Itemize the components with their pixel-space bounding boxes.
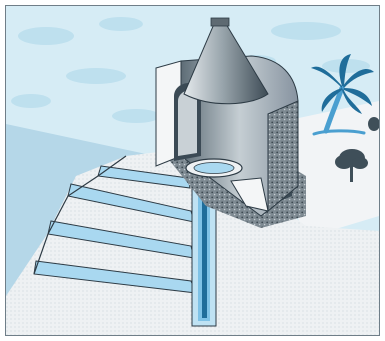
well-cutaway-illustration: [6, 6, 379, 335]
illustration: [5, 5, 380, 336]
